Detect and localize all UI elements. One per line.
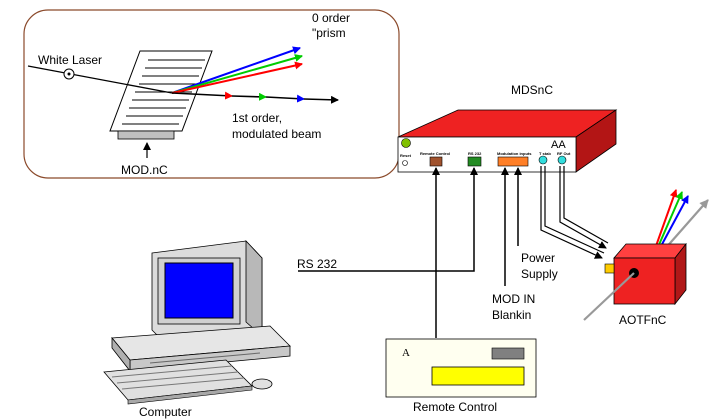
rs232-port[interactable]: [467, 156, 482, 167]
reset-label: Reset: [400, 153, 412, 158]
rs232-port-label: RS 232: [468, 151, 482, 156]
rf-out-label: RF Out: [557, 151, 571, 156]
driver-title: MDSnC: [511, 83, 553, 97]
remote-panel-letter: A: [402, 347, 410, 359]
mod-in-label: MOD IN: [492, 292, 535, 306]
aotf-rf-connector: [604, 263, 615, 274]
t-stab-cable-2: [544, 166, 605, 254]
screen-icon: [164, 262, 234, 319]
remote-slot: [491, 347, 525, 360]
modulation-inputs-label: Modulation inputs: [497, 151, 532, 156]
first-order-green-segment: [231, 92, 267, 101]
aotf-top: [613, 243, 687, 259]
zero-order-blue-beam: [171, 46, 301, 94]
rf-out-connector[interactable]: [557, 155, 567, 165]
white-laser-label: White Laser: [38, 53, 102, 67]
mod-label: MOD.nC: [121, 163, 168, 177]
blanking-label: Blankin: [492, 308, 531, 322]
transducer-icon: [117, 130, 175, 140]
rf-out-cable-2: [563, 166, 609, 244]
driver-corner-label: AA: [551, 139, 566, 151]
modulator-inset: White Laser 0 order "prism 1st order, mo…: [23, 9, 400, 179]
power-supply-label-2: Supply: [521, 267, 558, 281]
rs232-cable-label: RS 232: [297, 257, 337, 271]
zero-order-label-2: "prism: [312, 26, 346, 40]
first-order-label-2: modulated beam: [232, 127, 321, 141]
t-stab-cable: [540, 166, 603, 259]
computer-label: Computer: [139, 405, 192, 419]
zero-order-red-beam: [171, 61, 303, 94]
aotf-blue-beam: [659, 195, 689, 249]
mouse-icon: [251, 378, 273, 390]
mdsnc-driver: MDSnC AA Reset Remote Control RS 232 Mod…: [397, 83, 618, 173]
rf-out-cable: [559, 166, 607, 249]
aotf-device: [583, 189, 709, 321]
remote-control-port-label: Remote Control: [420, 151, 450, 156]
t-stab-label: T stab: [539, 151, 551, 156]
first-order-black-segment: [303, 95, 339, 104]
computer-icon: [103, 239, 291, 405]
power-supply-label: Power: [521, 251, 555, 265]
aotf-zero-order-beam: [663, 199, 709, 251]
white-laser-beam: [27, 65, 173, 94]
rs232-cable: [298, 167, 478, 272]
remote-control-port[interactable]: [429, 156, 443, 167]
cables: [298, 166, 609, 338]
t-stab-connector[interactable]: [538, 155, 548, 165]
remote-control-label: Remote Control: [413, 400, 497, 414]
modulation-inputs-port[interactable]: [497, 156, 529, 167]
first-order-label: 1st order,: [232, 111, 282, 125]
first-order-blue-segment: [265, 94, 305, 103]
reset-button[interactable]: [402, 160, 408, 166]
aotf-green-beam: [657, 191, 683, 248]
zero-order-label: 0 order: [312, 11, 350, 25]
remote-display: [431, 366, 525, 386]
power-led-icon: [401, 138, 411, 148]
laser-polarization-dot: [67, 72, 71, 76]
aotf-red-beam: [655, 189, 678, 247]
aotf-input-beam: [583, 272, 635, 321]
first-order-red-segment: [171, 91, 233, 100]
zero-order-green-beam: [171, 54, 303, 94]
driver-front-panel: [397, 136, 577, 173]
remote-control-device: A: [385, 338, 537, 398]
aotf-front: [613, 257, 676, 305]
aotf-label: AOTFnC: [619, 313, 667, 327]
